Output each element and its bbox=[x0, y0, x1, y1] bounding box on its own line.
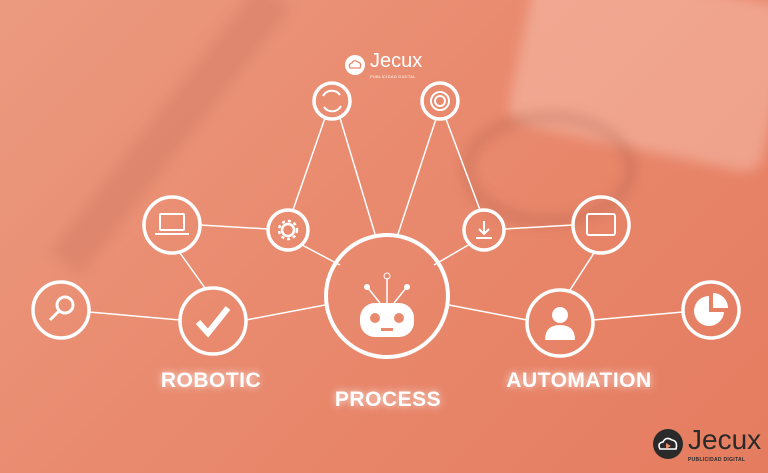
connector bbox=[592, 311, 684, 321]
logo-tagline: PUBLICIDAD DIGITAL bbox=[370, 74, 416, 79]
laptop-node bbox=[142, 195, 202, 255]
person-icon bbox=[545, 307, 575, 340]
tablet-node bbox=[571, 195, 631, 255]
connector bbox=[445, 118, 481, 211]
download-node bbox=[462, 208, 506, 252]
label-process: PROCESS bbox=[334, 388, 442, 411]
connector bbox=[503, 224, 574, 230]
pie-chart-icon bbox=[694, 293, 728, 326]
download-icon bbox=[476, 221, 492, 239]
refresh-node bbox=[312, 81, 352, 121]
robot-node bbox=[324, 233, 450, 359]
connector bbox=[292, 117, 326, 211]
connector-lines bbox=[88, 117, 684, 321]
robot-icon bbox=[360, 272, 414, 337]
cloud-play-icon bbox=[345, 54, 365, 75]
connector bbox=[339, 117, 376, 235]
connector bbox=[88, 311, 181, 321]
connector bbox=[569, 252, 595, 291]
cloud-play-icon bbox=[653, 428, 683, 459]
logo-tagline: PUBLICIDAD DIGITAL bbox=[688, 457, 746, 464]
search-node bbox=[31, 280, 91, 340]
refresh-icon bbox=[322, 89, 342, 113]
person-node bbox=[525, 288, 595, 358]
tablet-icon bbox=[586, 213, 616, 236]
laptop-icon bbox=[155, 213, 189, 235]
gear-node bbox=[266, 208, 310, 252]
checkmark-icon bbox=[195, 306, 231, 338]
connector bbox=[199, 224, 269, 230]
checkmark-node bbox=[178, 286, 248, 356]
connector bbox=[245, 304, 326, 321]
pie-chart-node bbox=[681, 280, 741, 340]
label-automation: AUTOMATION bbox=[506, 369, 652, 392]
connector bbox=[397, 118, 437, 235]
search-icon bbox=[48, 295, 75, 322]
connector bbox=[433, 243, 471, 266]
gear-icon bbox=[277, 219, 299, 241]
label-robotic: ROBOTIC bbox=[160, 369, 262, 392]
connector bbox=[179, 252, 206, 289]
connector bbox=[301, 244, 341, 266]
connector bbox=[448, 304, 528, 321]
settings-ring-node bbox=[420, 81, 460, 121]
logo-name: Jecux bbox=[370, 50, 423, 72]
settings-ring-icon bbox=[430, 91, 450, 111]
logo-name: Jecux bbox=[688, 424, 762, 455]
